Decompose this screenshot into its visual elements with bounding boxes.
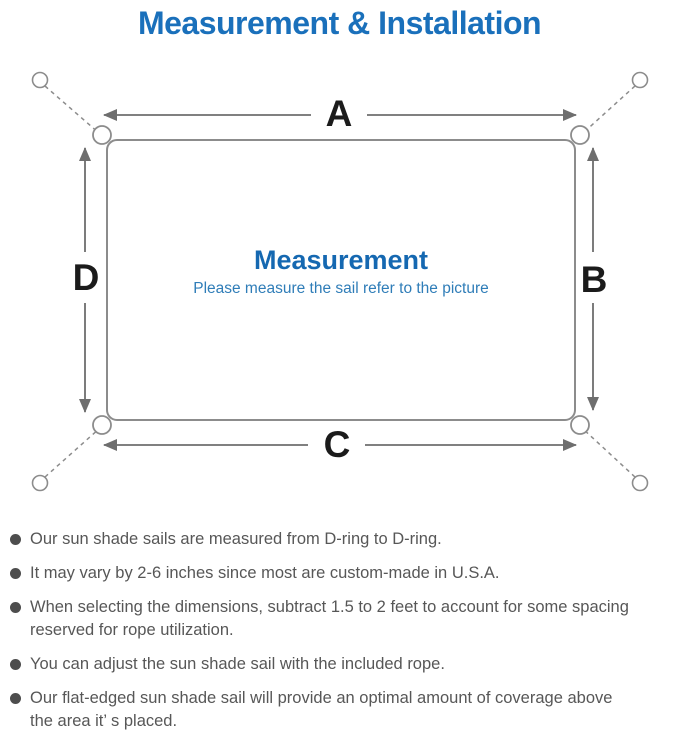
note-item-3: When selecting the dimensions, subtract …	[10, 596, 675, 642]
note-item-2: It may vary by 2-6 inches since most are…	[10, 562, 675, 585]
bullet-icon	[10, 693, 21, 704]
d-ring-bottom-left	[92, 415, 112, 435]
d-ring-bottom-right	[570, 415, 590, 435]
note-text-5: Our flat-edged sun shade sail will provi…	[30, 689, 613, 730]
bullet-icon	[10, 659, 21, 670]
rope-line-top-left	[44, 85, 101, 135]
measurement-diagram: A B C D Measurement Please measure the s…	[31, 71, 649, 492]
rope-line-top-right	[581, 85, 636, 135]
dim-label-c: C	[324, 424, 351, 465]
anchor-ring-top-right	[631, 71, 649, 89]
note-item-4: You can adjust the sun shade sail with t…	[10, 653, 675, 676]
d-ring-top-right	[570, 125, 590, 145]
bullet-icon	[10, 602, 21, 613]
note-text-1: Our sun shade sails are measured from D-…	[30, 530, 442, 548]
note-item-1: Our sun shade sails are measured from D-…	[10, 528, 675, 551]
rope-line-bottom-left	[44, 427, 101, 478]
dim-label-b: B	[581, 259, 608, 300]
anchor-ring-top-left	[31, 71, 49, 89]
d-ring-top-left	[92, 125, 112, 145]
bullet-icon	[10, 534, 21, 545]
note-item-5: Our flat-edged sun shade sail will provi…	[10, 687, 675, 733]
bullet-icon	[10, 568, 21, 579]
notes-list: Our sun shade sails are measured from D-…	[0, 522, 679, 733]
note-text-4: You can adjust the sun shade sail with t…	[30, 655, 445, 673]
anchor-ring-bottom-left	[31, 474, 49, 492]
anchor-ring-bottom-right	[631, 474, 649, 492]
note-text-2: It may vary by 2-6 inches since most are…	[30, 564, 500, 582]
dim-label-d: D	[73, 257, 100, 298]
diagram-center-subtitle: Please measure the sail refer to the pic…	[193, 280, 489, 297]
note-text-3: When selecting the dimensions, subtract …	[30, 598, 629, 639]
page-title: Measurement & Installation	[137, 5, 542, 41]
rope-line-bottom-right	[581, 427, 636, 478]
dim-label-a: A	[326, 93, 353, 134]
diagram-center-title: Measurement	[254, 245, 428, 275]
sail-outline	[106, 139, 576, 421]
